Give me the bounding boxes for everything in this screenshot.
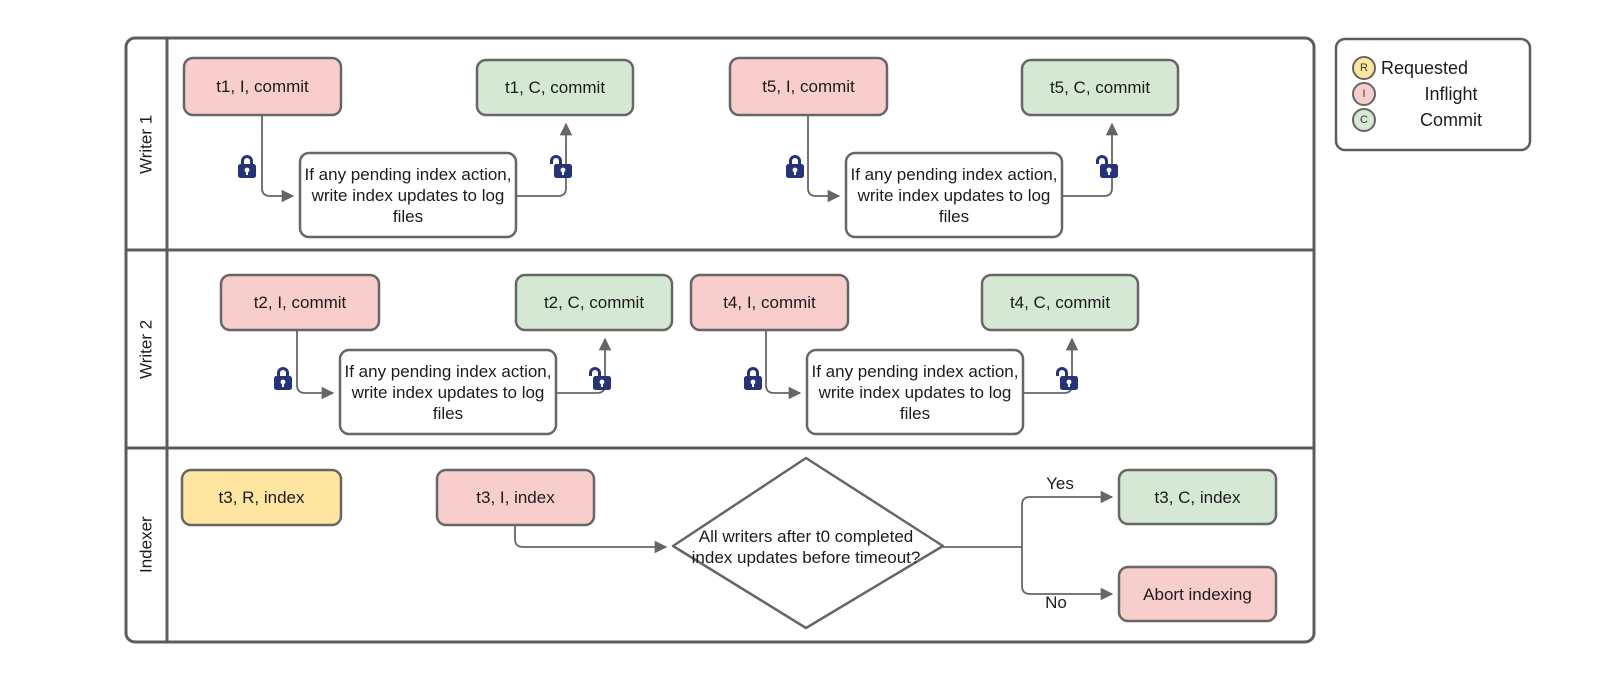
lock-closed-icon — [274, 367, 292, 390]
node-ix-abort[interactable] — [1117, 565, 1278, 623]
legend-badge-glyph-requested: R — [1360, 62, 1368, 74]
lock-closed-icon — [238, 155, 256, 178]
lane-label-writer1: Writer 1 — [136, 114, 156, 174]
node-w2-work-1[interactable] — [338, 348, 558, 436]
edge-ix-yes — [1021, 490, 1114, 547]
lane-writer1-nodes — [182, 56, 1180, 239]
edge-label-no: No — [1045, 593, 1067, 612]
node-w1-work-1[interactable] — [298, 151, 518, 239]
legend-label-inflight: Inflight — [1424, 83, 1478, 104]
node-w2-t4-c[interactable] — [980, 273, 1140, 332]
lane-label-writer2: Writer 2 — [136, 319, 156, 379]
node-ix-t3-r[interactable] — [180, 468, 343, 527]
legend-badge-inflight — [1352, 82, 1376, 106]
node-w1-work-2[interactable] — [844, 151, 1064, 239]
node-ix-t3-i[interactable] — [435, 468, 596, 527]
legend-badge-glyph-commit: C — [1360, 114, 1368, 126]
lane-indexer-edges — [514, 490, 1114, 601]
legend-badge-requested — [1352, 56, 1376, 80]
lock-closed-icon — [744, 367, 762, 390]
legend-badge-commit — [1352, 108, 1376, 132]
node-w1-t1-c[interactable] — [475, 58, 635, 117]
node-ix-decide[interactable] — [671, 456, 945, 630]
node-w1-t5-c[interactable] — [1020, 58, 1180, 117]
node-w2-work-2[interactable] — [805, 348, 1025, 436]
edge-ix-t3i-to-decision — [514, 525, 668, 554]
legend-panel — [1334, 37, 1532, 152]
edge-w1-work-to-t5c — [1062, 122, 1119, 197]
edge-w2-t4i-to-work — [765, 330, 802, 400]
lane-writer1-edges — [261, 115, 1119, 203]
edge-label-yes: Yes — [1046, 474, 1074, 493]
lock-open-icon — [1056, 367, 1078, 390]
node-w1-t5-i[interactable] — [728, 56, 889, 117]
node-ix-t3-c[interactable] — [1117, 468, 1278, 526]
edge-w1-work-to-t1c — [516, 122, 573, 197]
lock-open-icon — [550, 155, 572, 178]
lane-label-indexer: Indexer — [136, 516, 156, 574]
edge-ix-no — [1021, 547, 1114, 601]
legend-label-commit: Commit — [1420, 109, 1482, 130]
lane-writer2-nodes — [219, 273, 1140, 436]
legend-badge-glyph-inflight: I — [1362, 88, 1366, 100]
lock-open-icon — [1096, 155, 1118, 178]
edge-w1-t5i-to-work — [807, 115, 841, 203]
lock-open-icon — [589, 367, 611, 390]
node-w2-t2-i[interactable] — [219, 273, 381, 332]
lock-icons — [238, 155, 1118, 390]
legend-label-requested: Requested — [1381, 57, 1469, 78]
node-w2-t2-c[interactable] — [514, 273, 674, 332]
node-w1-t1-i[interactable] — [182, 56, 343, 117]
node-w2-t4-i[interactable] — [689, 273, 850, 332]
edge-w2-t2i-to-work — [296, 330, 335, 400]
edge-w1-t1i-to-work — [261, 115, 295, 203]
lock-closed-icon — [786, 155, 804, 178]
lane-indexer-nodes — [180, 456, 1278, 630]
